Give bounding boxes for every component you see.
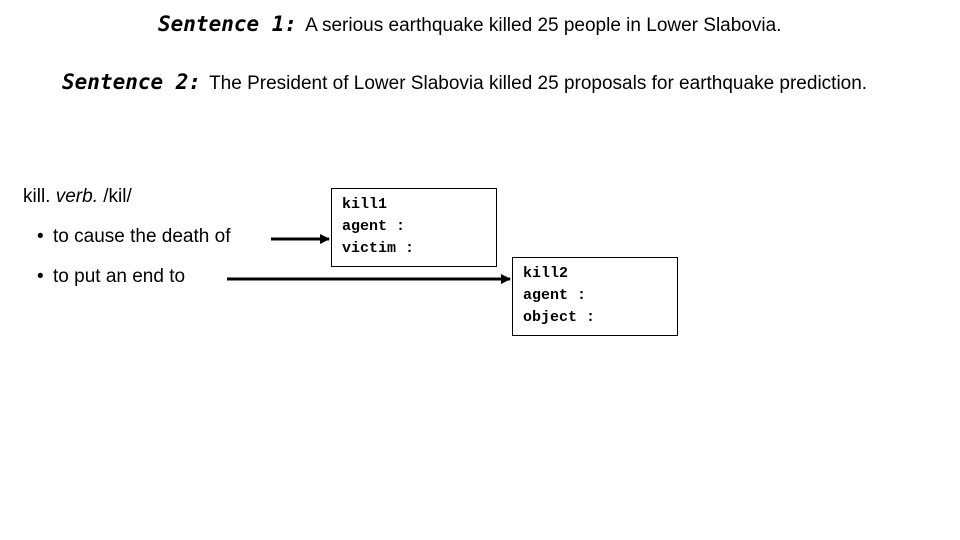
sentence-1-text: A serious earthquake killed 25 people in…	[305, 15, 782, 36]
sense-item: • to put an end to	[37, 266, 185, 288]
entry-word: kill.	[23, 186, 51, 207]
frame-name: kill1	[342, 196, 388, 213]
sentence-1: Sentence 1: A serious earthquake killed 2…	[158, 12, 781, 37]
sentence-1-label: Sentence 1:	[158, 12, 298, 36]
frame-name: kill2	[523, 265, 569, 282]
frame-kill1: kill1 agent : victim :	[331, 188, 497, 267]
bullet-icon: •	[37, 226, 44, 247]
frame-role: agent :	[523, 287, 587, 304]
sentence-2-label: Sentence 2:	[62, 70, 202, 94]
sense-text: to cause the death of	[53, 226, 231, 247]
frame-kill2: kill2 agent : object :	[512, 257, 678, 336]
bullet-icon: •	[37, 266, 44, 287]
frame-role: victim :	[342, 240, 415, 257]
entry-pronunciation: /kil/	[103, 186, 132, 207]
sentence-2-text: The President of Lower Slabovia killed 2…	[209, 73, 868, 94]
dictionary-entry: kill. verb. /kil/ • to cause the death of…	[23, 186, 230, 287]
sense-item: • to cause the death of	[37, 226, 230, 248]
sentence-2: Sentence 2: The President of Lower Slabov…	[62, 70, 867, 95]
frame-role: agent :	[342, 218, 406, 235]
frame-role: object :	[523, 309, 596, 326]
sense-text: to put an end to	[53, 266, 186, 287]
entry-headword: kill. verb. /kil/	[23, 186, 132, 208]
entry-part-of-speech: verb.	[55, 186, 98, 207]
